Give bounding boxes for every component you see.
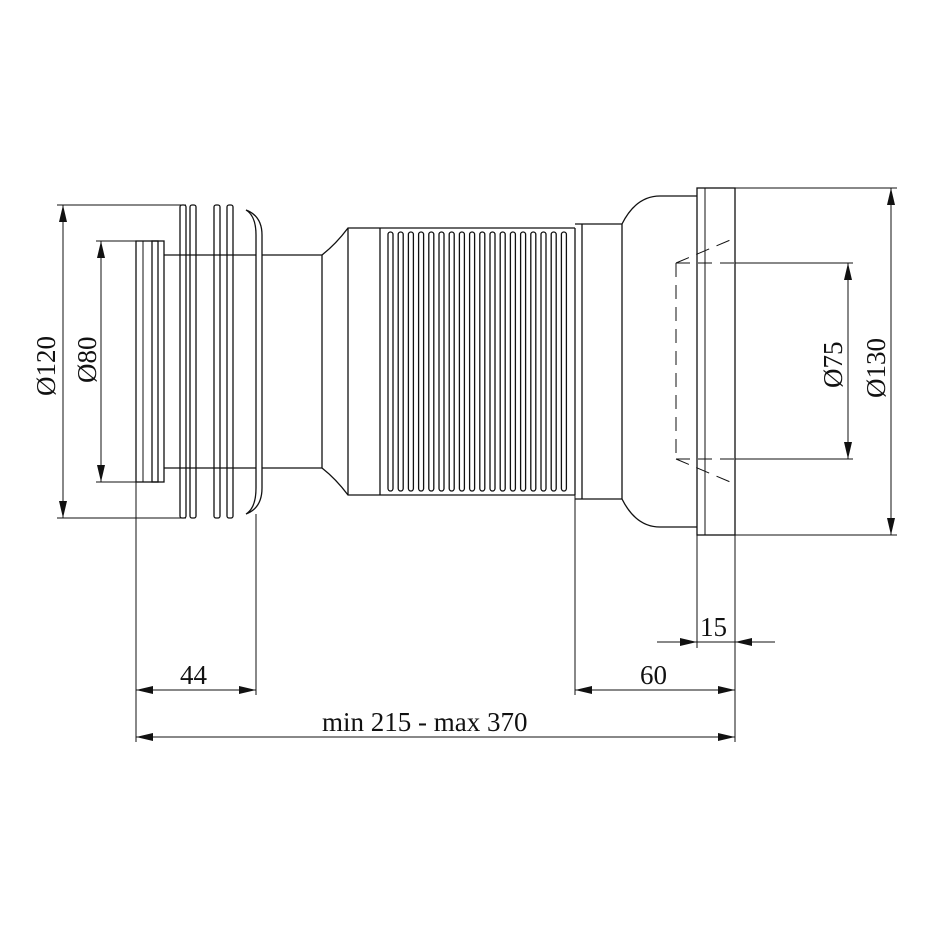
label-d120: Ø120 [31,336,61,396]
dim-d80: Ø80 [72,240,152,483]
label-d80: Ø80 [72,337,102,384]
corrugation-rib [530,231,537,492]
corrugation-rib [509,231,517,492]
corrugation-rib [550,231,557,492]
label-44: 44 [180,660,208,690]
dim-60: 60 [575,660,735,694]
corrugation-rib [479,231,486,492]
corrugation-rib [519,231,527,492]
corrugation-rib [397,231,404,492]
corrugation-rib [428,231,435,492]
dim-d120: Ø120 [31,204,186,519]
label-60: 60 [640,660,667,690]
label-d75: Ø75 [818,342,848,389]
label-15: 15 [700,612,727,642]
corrugation-rib [407,231,415,492]
dim-44: 44 [136,660,256,694]
corrugation-rib [387,231,394,492]
dim-d75: Ø75 [735,262,853,460]
label-total-length: min 215 - max 370 [322,707,527,737]
right-transition [575,187,736,536]
corrugation-rib [499,231,506,492]
corrugation-rib [448,231,455,492]
corrugation-rib [560,231,568,492]
corrugation-rib [468,231,476,492]
corrugation-rib [438,231,445,492]
corrugation-rib [540,231,547,492]
corrugation-rib [458,231,466,492]
dim-total: min 215 - max 370 [136,707,735,741]
corrugated-section [380,227,576,496]
dim-15: 15 [657,612,775,646]
left-socket [135,204,263,519]
extension-lines [135,482,736,742]
corrugation-rib [489,231,496,492]
label-d130: Ø130 [861,338,891,398]
corrugation-rib [417,231,425,492]
left-transition [262,227,381,496]
dim-d130: Ø130 [735,187,897,536]
